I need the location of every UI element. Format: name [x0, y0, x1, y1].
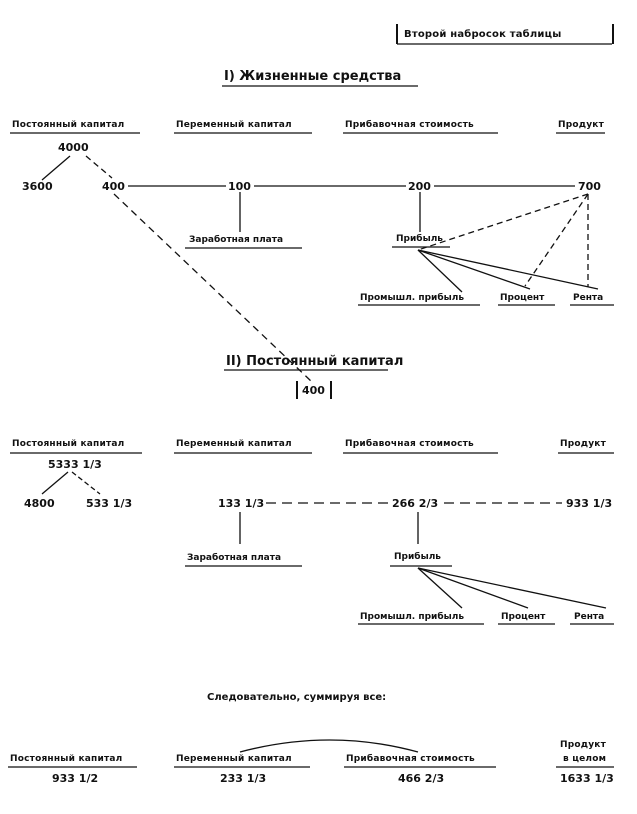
s1-product: 700 [578, 180, 601, 193]
s1-const-right: 400 [102, 180, 125, 193]
s2-col-constant: Постоянный капитал [12, 439, 125, 449]
sum-col-product-1: Продукт [560, 740, 607, 750]
s1-col-variable: Переменный капитал [176, 120, 292, 130]
s2-surplus: 266 2/3 [392, 497, 439, 510]
s2-wages: Заработная плата [187, 553, 282, 563]
s2-col-product: Продукт [560, 439, 607, 449]
sum-col-surplus: Прибавочная стоимость [346, 754, 475, 764]
s2-product: 933 1/3 [566, 497, 613, 510]
summary-intro: Следовательно, суммируя все: [207, 692, 387, 703]
sum-product: 1633 1/3 [560, 772, 614, 785]
s2-bracket-value: 400 [302, 384, 325, 397]
s2-industrial-profit: Промышл. прибыль [360, 612, 465, 622]
bracket-400 [296, 381, 332, 399]
s1-surplus: 200 [408, 180, 431, 193]
s1-industrial-profit: Промышл. прибыль [360, 293, 465, 303]
s2-col-variable: Переменный капитал [176, 439, 292, 449]
s1-variable: 100 [228, 180, 251, 193]
s2-col-surplus: Прибавочная стоимость [345, 439, 474, 449]
header-bracket [396, 24, 614, 44]
s2-rent: Рента [574, 612, 605, 622]
sum-col-product-2: в целом [563, 754, 607, 764]
s2-const-right: 533 1/3 [86, 497, 133, 510]
s1-col-product: Продукт [558, 120, 605, 130]
s2-total-constant: 5333 1/3 [48, 458, 102, 471]
s2-const-left: 4800 [24, 497, 55, 510]
sum-variable: 233 1/3 [220, 772, 267, 785]
section2-title: II) Постоянный капитал [226, 354, 404, 369]
s2-profit: Прибыль [394, 552, 441, 562]
section1-title: I) Жизненные средства [224, 69, 402, 84]
s2-interest: Процент [501, 612, 546, 622]
s1-wages: Заработная плата [189, 235, 284, 245]
s2-variable: 133 1/3 [218, 497, 265, 510]
sum-constant: 933 1/2 [52, 772, 99, 785]
header-note: Второй набросок таблицы [404, 29, 562, 40]
sum-surplus: 466 2/3 [398, 772, 445, 785]
sum-col-constant: Постоянный капитал [10, 754, 123, 764]
s1-total-constant: 4000 [58, 141, 89, 154]
s1-col-surplus: Прибавочная стоимость [345, 120, 474, 130]
s1-interest: Процент [500, 293, 545, 303]
sum-col-variable: Переменный капитал [176, 754, 292, 764]
s1-profit: Прибыль [396, 234, 443, 244]
s1-rent: Рента [573, 293, 604, 303]
s1-col-constant: Постоянный капитал [12, 120, 125, 130]
s1-const-left: 3600 [22, 180, 53, 193]
